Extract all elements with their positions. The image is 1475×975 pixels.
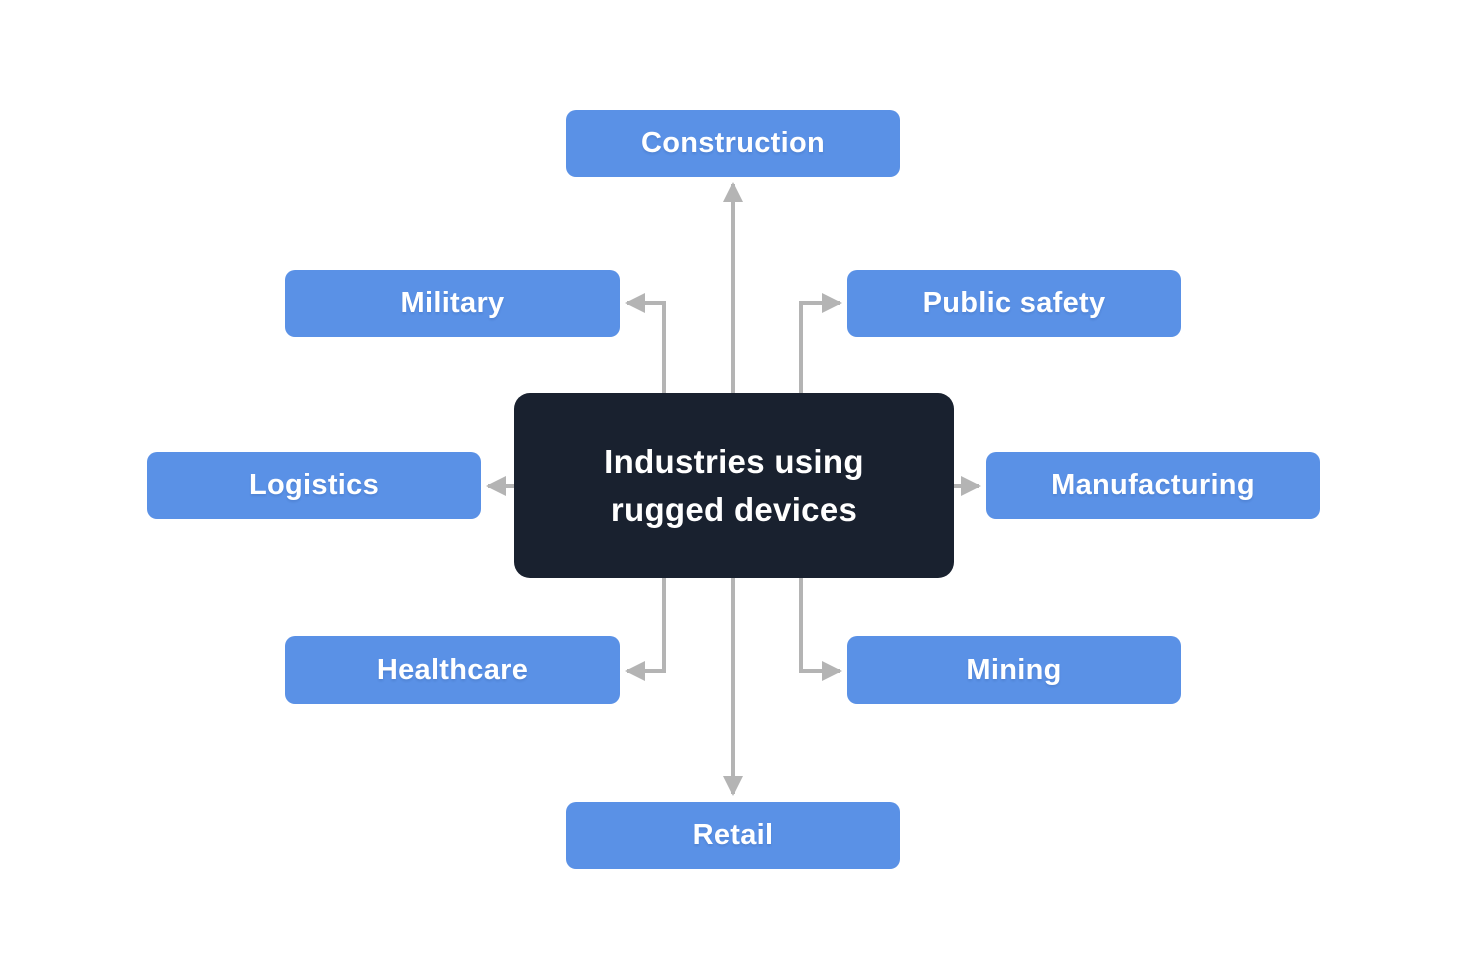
node-healthcare: Healthcare <box>285 636 620 704</box>
node-label: Healthcare <box>376 653 529 686</box>
node-label: Retail <box>692 819 774 851</box>
node-label: Public safety <box>922 287 1106 319</box>
center-node-industries-using-rugged-devices: Industries using rugged devices <box>514 393 954 578</box>
connector-center-to-public-safety <box>799 293 842 393</box>
node-label: Mining <box>966 653 1062 686</box>
connector-center-to-healthcare <box>625 578 666 681</box>
node-construction: Construction <box>566 110 900 177</box>
node-public-safety: Public safety <box>847 270 1181 337</box>
center-label-line-1: Industries using <box>604 442 864 480</box>
node-mining: Mining <box>847 636 1181 704</box>
connector-center-to-mining <box>799 578 842 681</box>
node-retail: Retail <box>566 802 900 869</box>
node-label: Construction <box>640 127 826 159</box>
node-manufacturing: Manufacturing <box>986 452 1320 519</box>
node-label: Military <box>400 287 505 319</box>
center-label-line-2: rugged devices <box>610 490 858 528</box>
connector-center-to-military <box>625 293 666 393</box>
node-military: Military <box>285 270 620 337</box>
node-logistics: Logistics <box>147 452 481 519</box>
node-label: Manufacturing <box>1051 469 1255 501</box>
node-label: Logistics <box>249 469 379 501</box>
